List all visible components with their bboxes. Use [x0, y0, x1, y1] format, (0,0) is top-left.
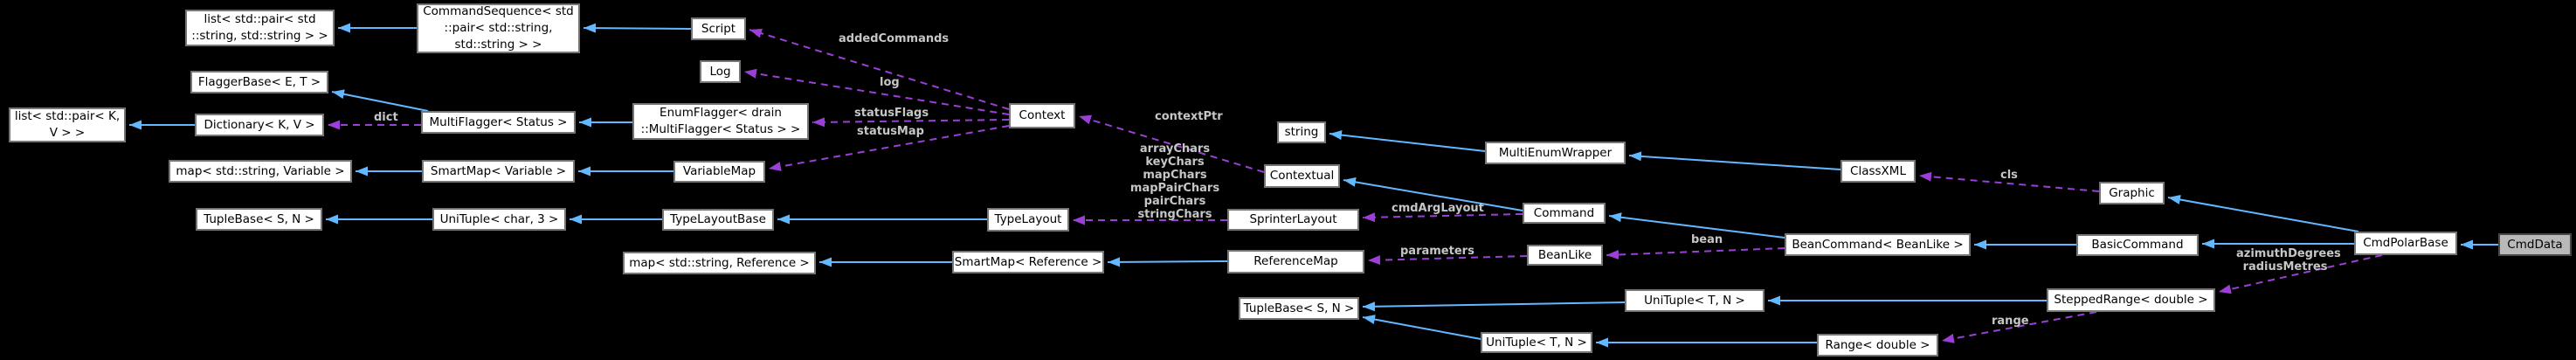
class-node-map_reference[interactable]: map< std::string, Reference > — [623, 252, 816, 274]
class-node-enumflagger[interactable]: EnumFlagger< drain ::MultiFlagger< Statu… — [632, 103, 809, 140]
class-node-basiccommand[interactable]: BasicCommand — [2076, 234, 2199, 256]
edge-context-to-log — [743, 68, 1010, 115]
class-node-string[interactable]: string — [1277, 121, 1326, 143]
edge-label-range: range — [1992, 315, 2029, 328]
edge-cmdpolarbase-to-graphic — [2167, 195, 2359, 232]
edge-label-statusMap: statusMap — [857, 125, 924, 138]
class-node-tuplebase_right[interactable]: TupleBase< S, N > — [1239, 297, 1359, 320]
class-node-multienumwrapper[interactable]: MultiEnumWrapper — [1485, 142, 1626, 164]
class-node-variablemap[interactable]: VariableMap — [673, 161, 765, 183]
class-node-command_sequence[interactable]: CommandSequence< std ::pair< std::string… — [417, 3, 580, 53]
class-node-smartmap_variable[interactable]: SmartMap< Variable > — [422, 160, 575, 183]
class-node-range_double[interactable]: Range< double > — [1817, 334, 1938, 357]
edge-classxml-to-multienumwrapper — [1628, 151, 1841, 170]
class-node-script[interactable]: Script — [691, 17, 746, 40]
class-node-contextual[interactable]: Contextual — [1264, 164, 1340, 188]
edge-beancommand-to-beanlike — [1606, 247, 1785, 260]
edge-label-dict: dict — [374, 111, 398, 124]
class-node-multiflagger[interactable]: MultiFlagger< Status > — [421, 111, 576, 134]
edge-label-cmdArgLayout: cmdArgLayout — [1392, 202, 1484, 215]
class-node-log[interactable]: Log — [700, 60, 741, 83]
class-node-typelayoutbase[interactable]: TypeLayoutBase — [662, 209, 774, 231]
edge-context-to-variablemap — [768, 125, 1010, 171]
edge-command-to-sprinterlayout — [1362, 212, 1523, 223]
edge-beanlike-to-referencemap — [1367, 255, 1528, 266]
edge-unituple_tn_lower-to-tuplebase_right — [1362, 315, 1481, 340]
class-node-dictionary[interactable]: Dictionary< K, V > — [195, 114, 324, 136]
edge-label-azimuth-radius: azimuthDegrees radiusMetres — [2236, 247, 2341, 273]
edge-referencemap-to-smartmap_reference — [1107, 257, 1228, 267]
edge-beancommand-to-command — [1608, 212, 1785, 239]
edge-label-parameters: parameters — [1400, 245, 1474, 258]
class-node-unituple_char[interactable]: UniTuple< char, 3 > — [432, 208, 566, 231]
class-node-sprinterlayout[interactable]: SprinterLayout — [1227, 209, 1359, 231]
class-node-beancommand[interactable]: BeanCommand< BeanLike > — [1785, 233, 1971, 256]
edge-label-statusFlags: statusFlags — [854, 107, 929, 120]
class-node-cmdpolarbase[interactable]: CmdPolarBase — [2354, 232, 2457, 255]
class-node-context[interactable]: Context — [1009, 103, 1075, 128]
class-node-cmddata: CmdData — [2498, 233, 2572, 256]
edge-context-to-script — [749, 28, 1010, 110]
class-node-graphic[interactable]: Graphic — [2099, 182, 2165, 204]
class-node-steppedrange[interactable]: SteppedRange< double > — [2047, 288, 2215, 312]
edge-label-contextPtr: contextPtr — [1155, 110, 1223, 123]
edge-command-to-contextual — [1343, 177, 1523, 211]
edge-context-to-enumflagger — [811, 117, 1010, 128]
edge-contextual-to-context — [1078, 114, 1265, 173]
class-node-classxml[interactable]: ClassXML — [1840, 160, 1916, 183]
edge-label-cls: cls — [2000, 169, 2018, 182]
edge-label-bean: bean — [1691, 233, 1723, 246]
class-node-command[interactable]: Command — [1523, 203, 1606, 224]
class-node-referencemap[interactable]: ReferenceMap — [1227, 250, 1364, 273]
class-node-tuplebase_left[interactable]: TupleBase< S, N > — [196, 208, 322, 231]
class-node-list_pair_kv[interactable]: list< std::pair< K, V > > — [9, 107, 126, 142]
edge-cmdpolarbase-to-steppedrange — [2218, 254, 2383, 294]
edge-multiflagger-to-flagger_base — [331, 89, 429, 112]
edge-unituple_tn_upper-to-tuplebase_right — [1362, 301, 1626, 312]
edge-label-log: log — [880, 76, 900, 89]
class-node-list_pair_string[interactable]: list< std::pair< std ::string, std::stri… — [185, 10, 335, 46]
class-node-beanlike[interactable]: BeanLike — [1527, 245, 1603, 266]
edge-multienumwrapper-to-string — [1329, 130, 1486, 152]
class-node-flagger_base[interactable]: FlaggerBase< E, T > — [190, 71, 328, 93]
class-node-typelayout[interactable]: TypeLayout — [987, 208, 1069, 232]
edge-graphic-to-classxml — [1918, 171, 2100, 192]
class-node-smartmap_reference[interactable]: SmartMap< Reference > — [952, 251, 1104, 273]
edge-script-to-command_sequence — [583, 23, 692, 33]
edge-label-sprinter-chars: arrayChars keyChars mapChars mapPairChar… — [1129, 142, 1220, 221]
class-node-map_variable[interactable]: map< std::string, Variable > — [169, 160, 352, 183]
edge-label-addedCommands: addedCommands — [839, 32, 950, 45]
class-node-unituple_tn_upper[interactable]: UniTuple< T, N > — [1625, 289, 1765, 312]
edge-steppedrange-to-range_double — [1941, 311, 2097, 343]
class-node-unituple_tn_lower[interactable]: UniTuple< T, N > — [1481, 332, 1592, 353]
